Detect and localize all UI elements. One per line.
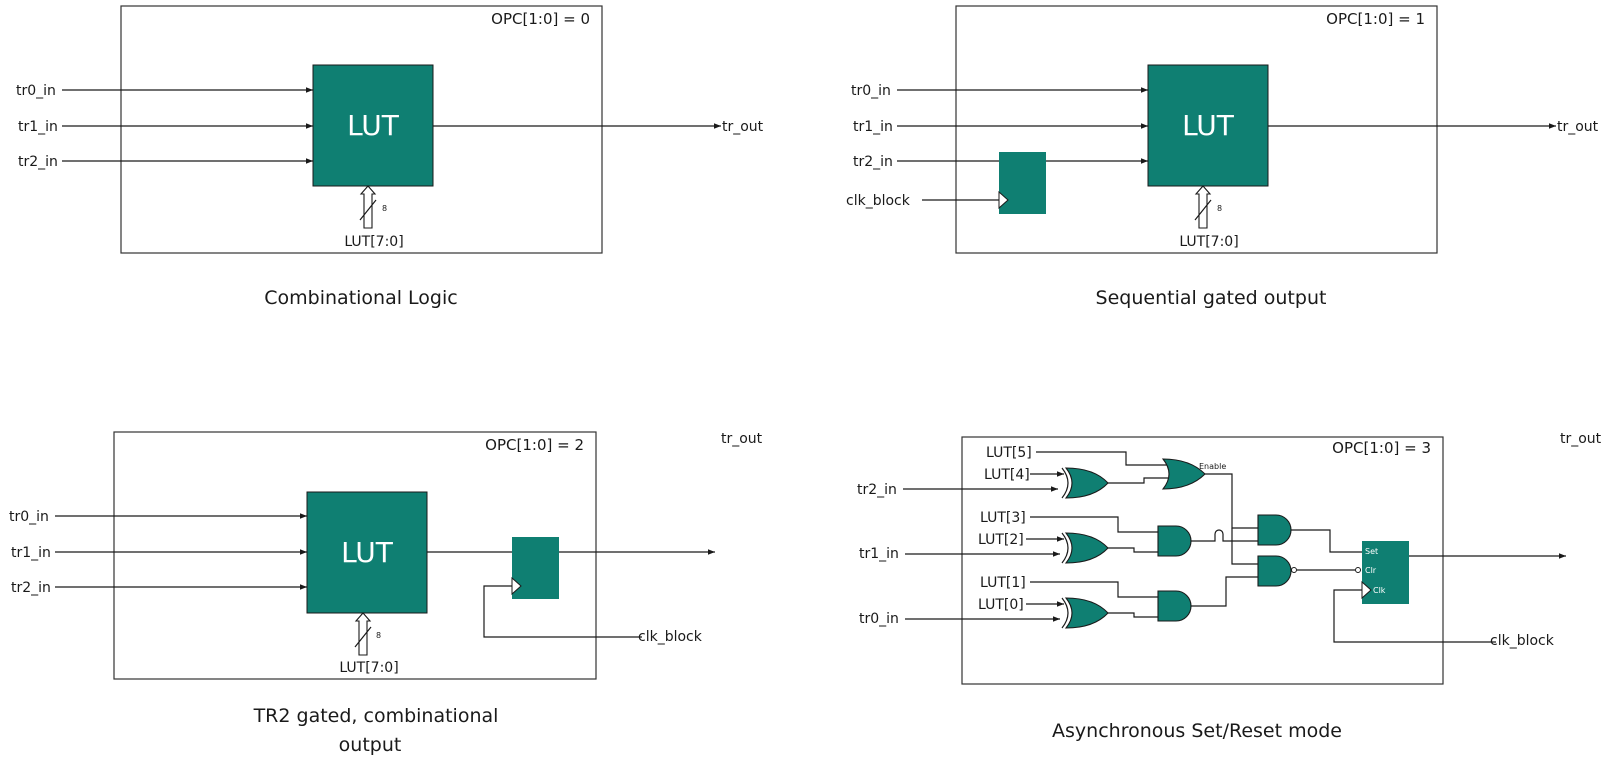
- wire-clk: [1333, 589, 1496, 643]
- lut-bit-4-label: LUT[4]: [984, 467, 1030, 483]
- bus-width-label: 8: [1217, 204, 1222, 213]
- opc-label: OPC[1:0] = 1: [1326, 10, 1425, 28]
- wire-set: [1291, 529, 1362, 553]
- panel-frame: [120, 5, 603, 254]
- or-gate-enable: [1161, 458, 1206, 490]
- output-label: tr_out: [1557, 119, 1599, 135]
- xor-gate-top: [1061, 467, 1109, 499]
- and-gate-mid: [1157, 525, 1192, 557]
- and-gate-set: [1257, 514, 1292, 546]
- panel-caption: Asynchronous Set/Reset mode: [1052, 720, 1342, 742]
- lut-bit-3-label: LUT[3]: [980, 510, 1026, 526]
- lut-bus-arrow: [354, 612, 372, 656]
- flip-flop-block: [512, 537, 559, 599]
- wire-lut3: [1030, 516, 1158, 533]
- wire-xor-bottom-to-and: [1108, 612, 1158, 618]
- input-label-tr2: tr2_in: [11, 580, 51, 596]
- lut-bus-label: LUT[7:0]: [1179, 234, 1238, 250]
- ff-pin-clk: Clk: [1373, 586, 1386, 595]
- panel-frame: [961, 436, 1444, 685]
- wire-xor-mid-to-and: [1108, 547, 1158, 553]
- lut-bus-label: LUT[7:0]: [344, 234, 403, 250]
- input-label-tr2: tr2_in: [857, 482, 897, 498]
- wire-enable-to-clr-and: [1231, 528, 1258, 565]
- input-label-tr1: tr1_in: [11, 545, 51, 561]
- bus-width-label: 8: [376, 631, 381, 640]
- panel-combinational-logic: OPC[1:0] = 0 tr0_in tr1_in tr2_in LUT tr…: [16, 5, 764, 309]
- lut-block-label: LUT: [1182, 109, 1235, 142]
- wire-enable-to-set-and: [1205, 473, 1258, 529]
- lut-block: [306, 491, 428, 614]
- wire-clk: [483, 585, 642, 638]
- wire-lut1: [1030, 581, 1158, 598]
- lut-bus-arrow: [1194, 185, 1212, 229]
- input-label-tr0: tr0_in: [859, 611, 899, 627]
- output-label: tr_out: [1560, 431, 1602, 447]
- panel-caption: Combinational Logic: [264, 287, 457, 309]
- input-label-tr0: tr0_in: [851, 83, 891, 99]
- opc-label: OPC[1:0] = 3: [1332, 439, 1431, 457]
- lut-block: [312, 64, 434, 187]
- input-label-tr1: tr1_in: [853, 119, 893, 135]
- panel-caption-line1: TR2 gated, combinational: [253, 705, 499, 727]
- input-label-tr2: tr2_in: [853, 154, 893, 170]
- enable-label: Enable: [1199, 462, 1226, 471]
- panel-async-set-reset: OPC[1:0] = 3 tr_out tr2_in tr1_in tr0_in…: [857, 431, 1602, 742]
- input-label-tr1: tr1_in: [18, 119, 58, 135]
- lut-block: [1147, 64, 1269, 187]
- set-reset-flip-flop: [1362, 541, 1409, 604]
- input-label-tr1: tr1_in: [859, 546, 899, 562]
- clk-label: clk_block: [846, 193, 911, 209]
- ff-pin-set: Set: [1365, 547, 1378, 556]
- ff-pin-clr: Clr: [1365, 566, 1377, 575]
- bus-width-label: 8: [382, 204, 387, 213]
- xor-gate-mid: [1061, 532, 1109, 564]
- lut-bit-2-label: LUT[2]: [978, 532, 1024, 548]
- wire-xor-top-to-or: [1108, 477, 1168, 484]
- opc-label: OPC[1:0] = 2: [485, 436, 584, 454]
- and-gate-bottom: [1157, 590, 1192, 622]
- wire-lut5: [1036, 451, 1168, 466]
- panel-caption: Sequential gated output: [1096, 287, 1327, 309]
- lut-bit-0-label: LUT[0]: [978, 597, 1024, 613]
- flip-flop-block: [999, 152, 1046, 214]
- panel-sequential-gated-output: OPC[1:0] = 1 tr0_in tr1_in tr2_in clk_bl…: [846, 5, 1599, 309]
- panel-tr2-gated-combinational: OPC[1:0] = 2 tr_out tr0_in tr1_in tr2_in…: [9, 431, 763, 756]
- input-label-tr2: tr2_in: [18, 154, 58, 170]
- lut-bus-label: LUT[7:0]: [339, 660, 398, 676]
- wire-and-mid-out: [1191, 529, 1258, 542]
- lut-bit-1-label: LUT[1]: [980, 575, 1026, 591]
- input-label-tr0: tr0_in: [9, 509, 49, 525]
- clr-bubble: [1355, 567, 1361, 573]
- opc-label: OPC[1:0] = 0: [491, 10, 590, 28]
- lut-block-label: LUT: [347, 109, 400, 142]
- clk-label: clk_block: [638, 629, 703, 645]
- panel-caption-line2: output: [339, 734, 402, 756]
- lut-bus-arrow: [359, 185, 377, 229]
- clk-label: clk_block: [1490, 633, 1555, 649]
- inversion-bubble: [1291, 567, 1297, 573]
- lut-block-label: LUT: [341, 536, 394, 569]
- xor-gate-bottom: [1061, 597, 1109, 629]
- input-label-tr0: tr0_in: [16, 83, 56, 99]
- wire-and-bottom-out: [1191, 576, 1258, 607]
- panel-frame: [955, 5, 1438, 254]
- ff-clock-triangle: [998, 190, 1009, 210]
- panel-frame: [113, 431, 597, 680]
- and-gate-clr: [1257, 555, 1292, 587]
- lut-bit-5-label: LUT[5]: [986, 445, 1032, 461]
- output-label: tr_out: [722, 119, 764, 135]
- output-label: tr_out: [721, 431, 763, 447]
